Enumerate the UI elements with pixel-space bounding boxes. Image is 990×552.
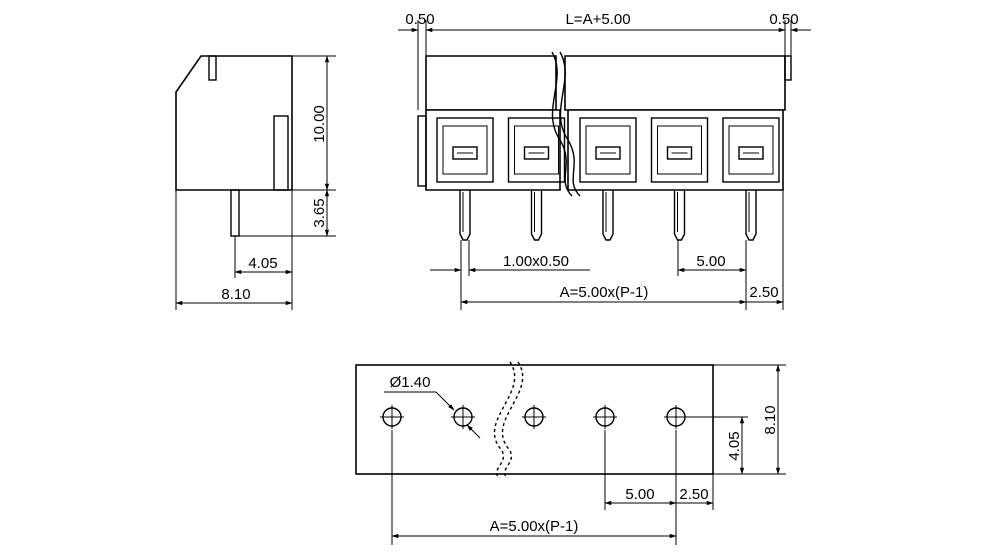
hole-diameter-leader (435, 391, 455, 411)
front-end-offset-label: 2.50 (749, 284, 778, 301)
terminal-screw-slot (738, 146, 764, 160)
bottom-span-label: A=5.00x(P-1) (490, 518, 579, 535)
front-top-tab (784, 55, 792, 81)
front-left-flange (417, 115, 427, 187)
bottom-pitch-label: 5.00 (625, 486, 654, 503)
terminal-cell-inner (585, 125, 631, 175)
terminal-pin (602, 190, 614, 241)
side-width-label: 8.10 (221, 286, 250, 303)
terminal-cell-outer (507, 117, 566, 183)
front-length-label: L=A+5.00 (565, 11, 630, 28)
mounting-hole (664, 405, 688, 429)
side-view-top-notch (208, 55, 217, 81)
mounting-hole (380, 405, 404, 429)
mounting-hole (593, 405, 617, 429)
terminal-cell-inner (728, 125, 774, 175)
terminal-cell-outer (722, 117, 780, 183)
terminal-cell (579, 117, 637, 183)
front-break-line-2 (559, 51, 581, 197)
side-view-slot (273, 115, 289, 191)
terminal-cell (650, 117, 709, 183)
terminal-screw-slot (595, 146, 621, 160)
terminal-pin (530, 190, 543, 241)
terminal-cell-outer (579, 117, 637, 183)
terminal-pin (459, 190, 471, 241)
front-span-label: A=5.00x(P-1) (560, 284, 649, 301)
front-margin-left-label: 0.50 (405, 11, 434, 28)
terminal-pin-shape (673, 190, 686, 241)
hole-diameter-leader-2 (466, 424, 481, 439)
side-height-pin-label: 3.65 (311, 198, 328, 227)
front-pitch-label: 5.00 (696, 253, 725, 270)
bottom-width-label: 8.10 (762, 405, 779, 434)
bottom-break-line (493, 361, 516, 479)
terminal-cell (436, 117, 494, 183)
side-view: 10.00 3.65 4.05 8.10 (175, 55, 336, 310)
terminal-cell-inner (442, 125, 488, 175)
terminal-screw-slot (452, 146, 478, 160)
terminal-pin-shape (602, 190, 614, 241)
bottom-end-offset-label: 2.50 (679, 486, 708, 503)
bottom-hole-offset-label: 4.05 (726, 431, 743, 460)
side-view-pin (230, 189, 240, 237)
side-height-upper-label: 10.00 (311, 105, 328, 143)
terminal-screw-slot (523, 146, 550, 160)
terminal-cell (722, 117, 780, 183)
terminal-pin (673, 190, 686, 241)
front-view: 0.50 L=A+5.00 0.50 1.00x0.50 5.00 A=5.00… (398, 11, 811, 310)
terminal-pin-shape (530, 190, 543, 241)
mounting-hole (451, 405, 475, 429)
terminal-screw-slot (666, 146, 693, 160)
hole-diameter-label: Ø1.40 (390, 374, 431, 391)
side-pin-offset-label: 4.05 (248, 255, 277, 272)
terminal-cell-inner (514, 125, 559, 175)
terminal-pin (745, 190, 757, 241)
terminal-cell-inner (657, 125, 702, 175)
bottom-break-line-2 (501, 361, 524, 479)
terminal-pin-shape (745, 190, 757, 241)
bottom-view: Ø1.40 4.05 8.10 5.00 2.50 A=5.00x(P-1) (355, 361, 786, 545)
front-pin-size-label: 1.00x0.50 (503, 253, 569, 270)
terminal-pin-shape (459, 190, 471, 241)
terminal-cell-outer (436, 117, 494, 183)
terminal-cell-outer (650, 117, 709, 183)
terminal-cell (507, 117, 566, 183)
mounting-hole (522, 405, 546, 429)
front-top-strip-right (564, 55, 786, 111)
front-margin-right-label: 0.50 (769, 11, 798, 28)
front-body-right (567, 109, 784, 191)
front-top-strip (425, 55, 557, 111)
